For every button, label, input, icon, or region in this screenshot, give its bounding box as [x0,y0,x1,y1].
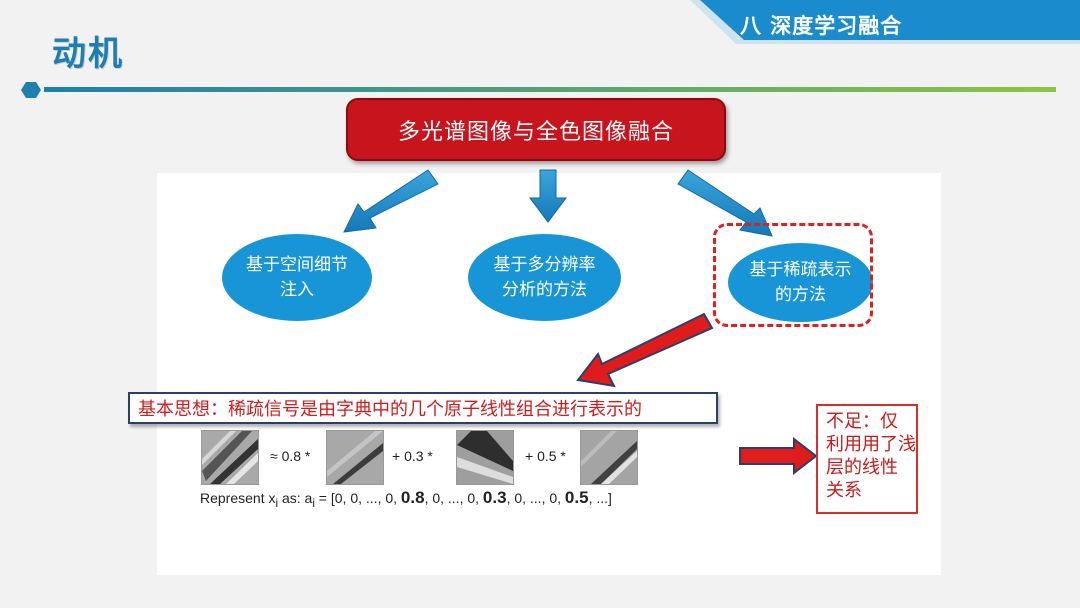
formula-value-3: 0.5 [564,488,589,507]
method-label-line2: 的方法 [775,284,826,305]
coefficient-3: + 0.5 * [525,448,566,464]
method-label-line1: 基于多分辨率 [493,254,596,275]
section-tab [690,0,1080,44]
insufficiency-line-4: 关系 [826,480,862,501]
signal-patch-image [201,430,259,485]
dictionary-atom-2 [456,430,514,485]
dictionary-atom-1 [326,430,384,485]
highlight-dashed-box [713,223,873,327]
formula-subscript: i [275,496,279,510]
section-label: 八 深度学习融合 [740,14,903,38]
coefficient-1: ≈ 0.8 * [270,448,311,464]
formula-tail: , ...] [588,490,612,506]
arrow-down-left-icon [343,169,439,233]
method-label-line1: 基于稀疏表示 [749,259,852,280]
dictionary-atom-3 [580,430,638,485]
formula-subscript-2: i [312,496,315,510]
arrow-down-icon [529,169,567,223]
method-multiresolution: 基于多分辨率分析的方法 [468,234,621,321]
formula-prefix: Represent x [200,490,276,506]
formula-value-1: 0.8 [400,488,425,507]
insufficiency-line-2: 利用用了浅 [826,434,916,455]
red-arrow-diagonal-icon [576,312,714,388]
insufficiency-line-3: 层的线性 [826,457,898,478]
red-arrow-right-icon [739,436,818,476]
method-sparse-representation: 基于稀疏表示的方法 [728,243,873,322]
basic-idea-box: 基本思想：稀疏信号是由字典中的几个原子线性组合进行表示的 [128,392,718,424]
insufficiency-box: 不足：仅 利用用了浅 层的线性 关系 [816,404,918,514]
arrow-down-right-icon [677,169,773,237]
header-divider [21,82,1056,98]
formula-eq: = [0, 0, ..., 0, [314,490,401,506]
method-label-line2: 注入 [280,279,314,300]
formula-mid: as: a [278,490,313,506]
coefficient-2: + 0.3 * [392,448,433,464]
method-label-line1: 基于空间细节 [246,254,348,275]
main-topic-box: 多光谱图像与全色图像融合 [346,98,726,161]
page-title: 动机 [52,34,124,74]
insufficiency-line-1: 不足：仅 [826,411,898,432]
formula-gap-2: , 0, ..., 0, [506,490,565,506]
sparse-representation-formula: Represent xi as: ai = [0, 0, ..., 0, 0.8… [200,488,612,510]
method-spatial-detail: 基于空间细节注入 [222,234,372,321]
formula-gap-1: , 0, ..., 0, [424,490,483,506]
formula-value-2: 0.3 [482,488,507,507]
method-label-line2: 分析的方法 [502,279,587,300]
